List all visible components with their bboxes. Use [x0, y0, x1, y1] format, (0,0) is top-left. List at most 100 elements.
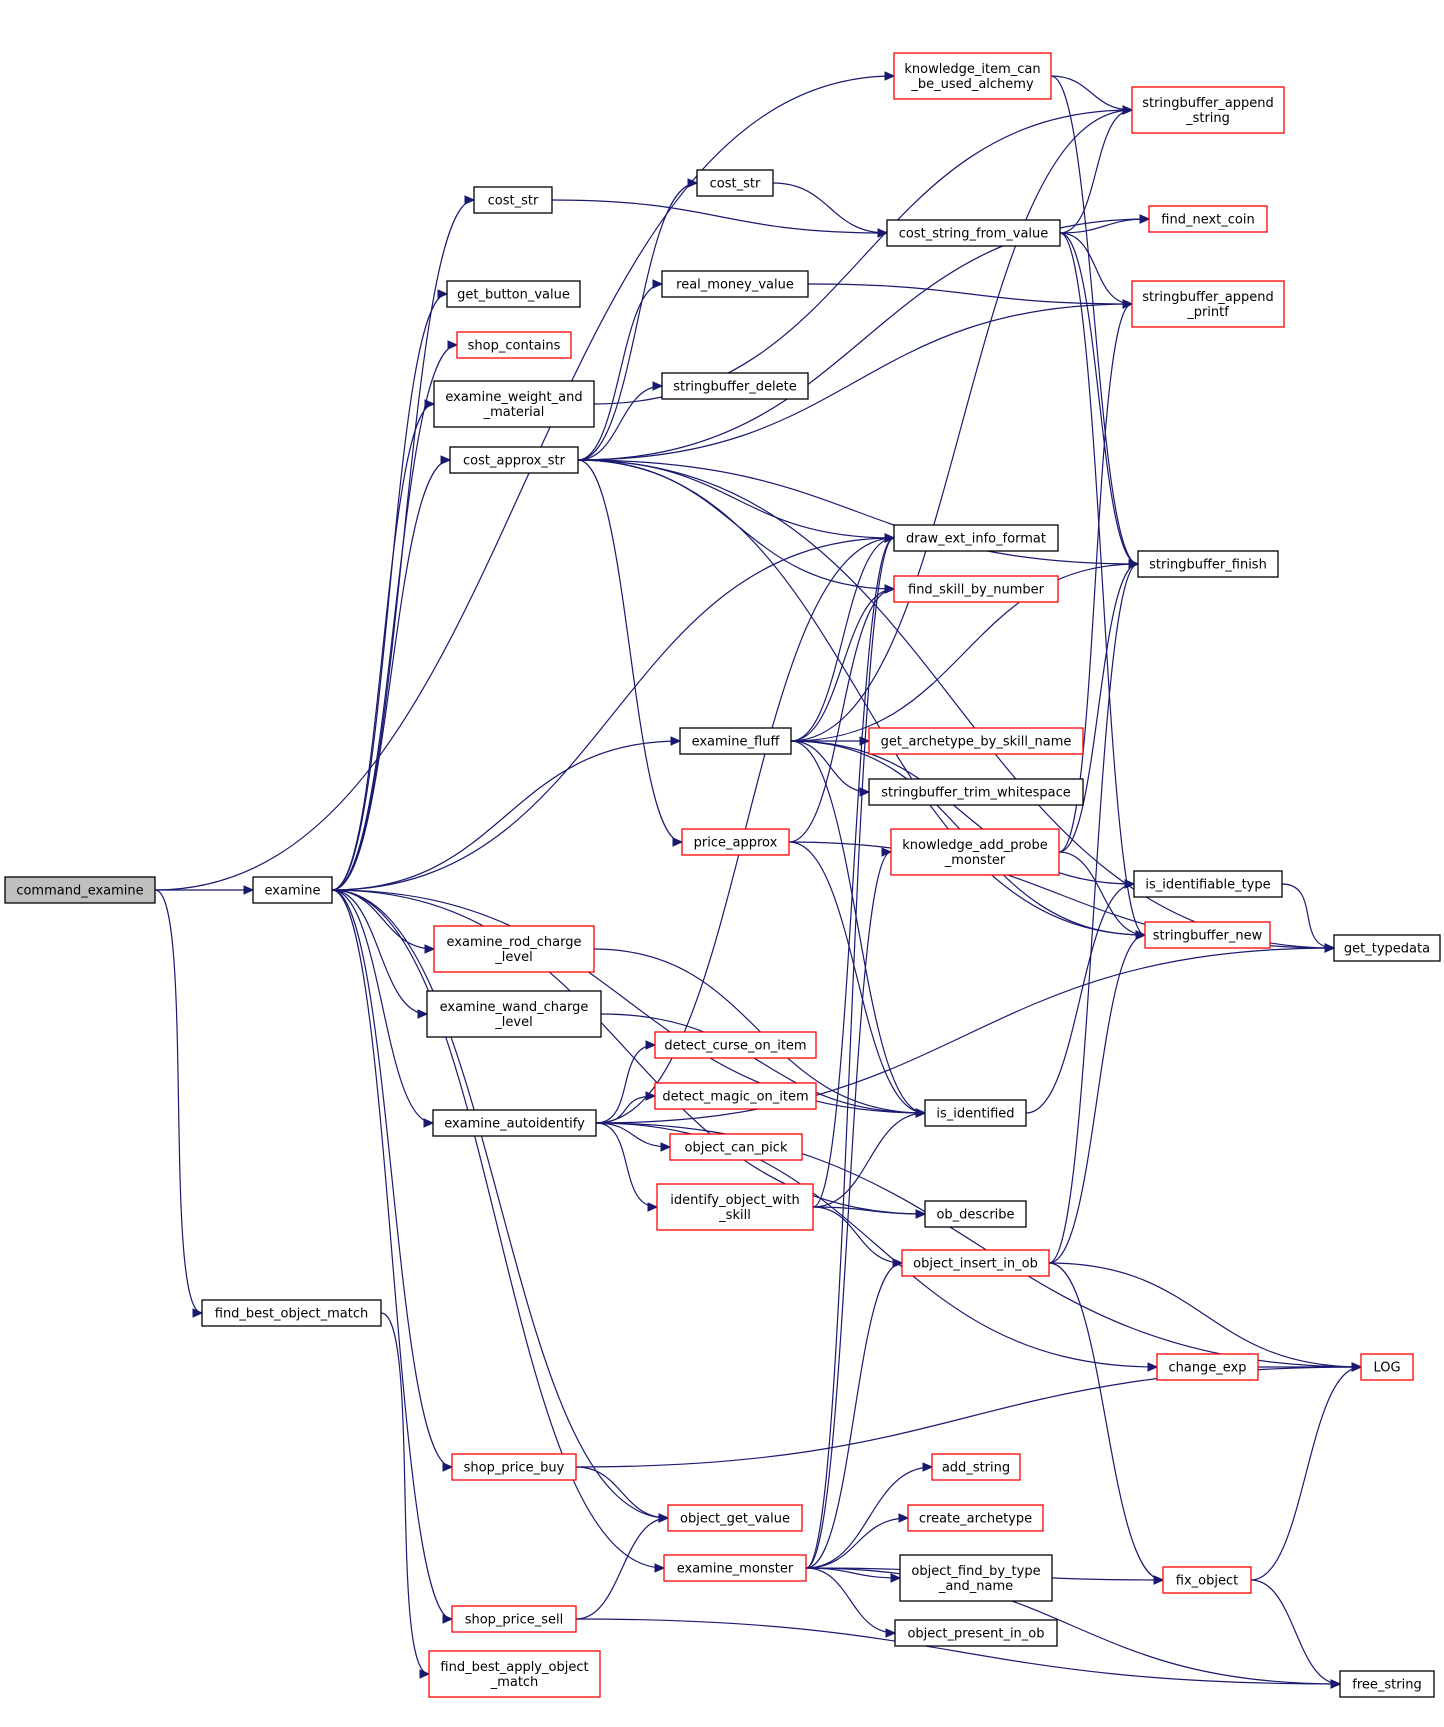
node-shop-price-buy[interactable]: shop_price_buy: [451, 1453, 577, 1481]
node-shop-price-sell[interactable]: shop_price_sell: [451, 1605, 577, 1633]
node-detect-magic-on-item[interactable]: detect_magic_on_item: [654, 1082, 817, 1110]
node-create-archetype[interactable]: create_archetype: [907, 1504, 1044, 1532]
node-object-insert-in-ob[interactable]: object_insert_in_ob: [901, 1249, 1050, 1277]
node-ob-describe[interactable]: ob_describe: [924, 1200, 1027, 1228]
node-stringbuffer-append-printf[interactable]: stringbuffer_append_printf: [1131, 280, 1285, 328]
node-identify-object-with-skill[interactable]: identify_object_with_skill: [656, 1183, 814, 1231]
node-box[interactable]: [924, 1099, 1027, 1127]
node-box[interactable]: [656, 1183, 814, 1231]
node-box[interactable]: [899, 1554, 1053, 1602]
node-object-can-pick[interactable]: object_can_pick: [669, 1133, 803, 1161]
node-cost-approx-str[interactable]: cost_approx_str: [449, 446, 579, 474]
node-box[interactable]: [432, 1109, 597, 1137]
node-examine[interactable]: examine: [252, 876, 333, 904]
node-box[interactable]: [473, 186, 553, 214]
node-box[interactable]: [1148, 205, 1268, 233]
node-examine-wand-charge-level[interactable]: examine_wand_charge_level: [426, 990, 602, 1038]
node-box[interactable]: [890, 828, 1060, 876]
node-box[interactable]: [4, 876, 156, 904]
node-box[interactable]: [433, 925, 595, 973]
node-box[interactable]: [931, 1453, 1021, 1481]
node-box[interactable]: [886, 219, 1061, 247]
node-add-string[interactable]: add_string: [931, 1453, 1021, 1481]
node-get-archetype-by-skill-name[interactable]: get_archetype_by_skill_name: [868, 727, 1084, 755]
node-box[interactable]: [868, 727, 1084, 755]
node-cost-str-a[interactable]: cost_str: [473, 186, 553, 214]
node-object-find-by-type-and-name[interactable]: object_find_by_type_and_name: [899, 1554, 1053, 1602]
node-box[interactable]: [1333, 934, 1441, 962]
node-box[interactable]: [663, 1554, 807, 1582]
node-box[interactable]: [907, 1504, 1044, 1532]
node-box[interactable]: [1156, 1353, 1259, 1381]
node-object-present-in-ob[interactable]: object_present_in_ob: [894, 1619, 1058, 1647]
node-box[interactable]: [893, 524, 1059, 552]
node-get-typedata[interactable]: get_typedata: [1333, 934, 1441, 962]
node-stringbuffer-trim-whitespace[interactable]: stringbuffer_trim_whitespace: [868, 778, 1084, 806]
node-shop-contains[interactable]: shop_contains: [456, 331, 572, 359]
node-cost-string-from-value[interactable]: cost_string_from_value: [886, 219, 1061, 247]
node-box[interactable]: [201, 1299, 382, 1327]
node-find-best-apply-object-match[interactable]: find_best_apply_object_match: [428, 1650, 601, 1698]
node-box[interactable]: [1131, 86, 1285, 134]
node-stringbuffer-append-string[interactable]: stringbuffer_append_string: [1131, 86, 1285, 134]
node-examine-monster[interactable]: examine_monster: [663, 1554, 807, 1582]
node-box[interactable]: [428, 1650, 601, 1698]
node-box[interactable]: [1339, 1670, 1435, 1698]
node-examine-fluff[interactable]: examine_fluff: [679, 727, 792, 755]
node-box[interactable]: [456, 331, 572, 359]
node-box[interactable]: [252, 876, 333, 904]
node-get-button-value[interactable]: get_button_value: [446, 280, 581, 308]
node-LOG[interactable]: LOG: [1360, 1353, 1414, 1381]
node-box[interactable]: [893, 575, 1059, 603]
node-box[interactable]: [1144, 921, 1271, 949]
node-knowledge-add-probe-monster[interactable]: knowledge_add_probe_monster: [890, 828, 1060, 876]
node-object-get-value[interactable]: object_get_value: [667, 1504, 803, 1532]
node-box[interactable]: [449, 446, 579, 474]
node-draw-ext-info-format[interactable]: draw_ext_info_format: [893, 524, 1059, 552]
node-box[interactable]: [426, 990, 602, 1038]
node-box[interactable]: [433, 380, 595, 428]
node-is-identified[interactable]: is_identified: [924, 1099, 1027, 1127]
node-command-examine[interactable]: command_examine: [4, 876, 156, 904]
node-box[interactable]: [669, 1133, 803, 1161]
node-box[interactable]: [696, 169, 774, 197]
node-box[interactable]: [654, 1031, 817, 1059]
node-box[interactable]: [667, 1504, 803, 1532]
node-box[interactable]: [894, 1619, 1058, 1647]
node-box[interactable]: [1162, 1566, 1252, 1594]
node-is-identifiable-type[interactable]: is_identifiable_type: [1133, 870, 1283, 898]
node-find-best-object-match[interactable]: find_best_object_match: [201, 1299, 382, 1327]
node-box[interactable]: [446, 280, 581, 308]
node-box[interactable]: [681, 828, 790, 856]
node-box[interactable]: [661, 372, 809, 400]
node-box[interactable]: [661, 270, 809, 298]
node-stringbuffer-new[interactable]: stringbuffer_new: [1144, 921, 1271, 949]
node-examine-autoidentify[interactable]: examine_autoidentify: [432, 1109, 597, 1137]
node-free-string[interactable]: free_string: [1339, 1670, 1435, 1698]
node-find-skill-by-number[interactable]: find_skill_by_number: [893, 575, 1059, 603]
node-examine-rod-charge-level[interactable]: examine_rod_charge_level: [433, 925, 595, 973]
node-box[interactable]: [1131, 280, 1285, 328]
node-box[interactable]: [1133, 870, 1283, 898]
node-examine-weight-and-material[interactable]: examine_weight_and_material: [433, 380, 595, 428]
node-box[interactable]: [654, 1082, 817, 1110]
node-box[interactable]: [1360, 1353, 1414, 1381]
node-stringbuffer-delete[interactable]: stringbuffer_delete: [661, 372, 809, 400]
node-stringbuffer-finish[interactable]: stringbuffer_finish: [1137, 550, 1279, 578]
node-cost-str-b[interactable]: cost_str: [696, 169, 774, 197]
node-box[interactable]: [924, 1200, 1027, 1228]
node-box[interactable]: [679, 727, 792, 755]
node-change-exp[interactable]: change_exp: [1156, 1353, 1259, 1381]
node-box[interactable]: [451, 1605, 577, 1633]
node-find-next-coin[interactable]: find_next_coin: [1148, 205, 1268, 233]
node-real-money-value[interactable]: real_money_value: [661, 270, 809, 298]
node-knowledge-item-can-be-used-alchemy[interactable]: knowledge_item_can_be_used_alchemy: [893, 52, 1052, 100]
node-fix-object[interactable]: fix_object: [1162, 1566, 1252, 1594]
node-price-approx[interactable]: price_approx: [681, 828, 790, 856]
node-box[interactable]: [901, 1249, 1050, 1277]
node-box[interactable]: [893, 52, 1052, 100]
node-detect-curse-on-item[interactable]: detect_curse_on_item: [654, 1031, 817, 1059]
node-box[interactable]: [868, 778, 1084, 806]
node-box[interactable]: [1137, 550, 1279, 578]
node-box[interactable]: [451, 1453, 577, 1481]
